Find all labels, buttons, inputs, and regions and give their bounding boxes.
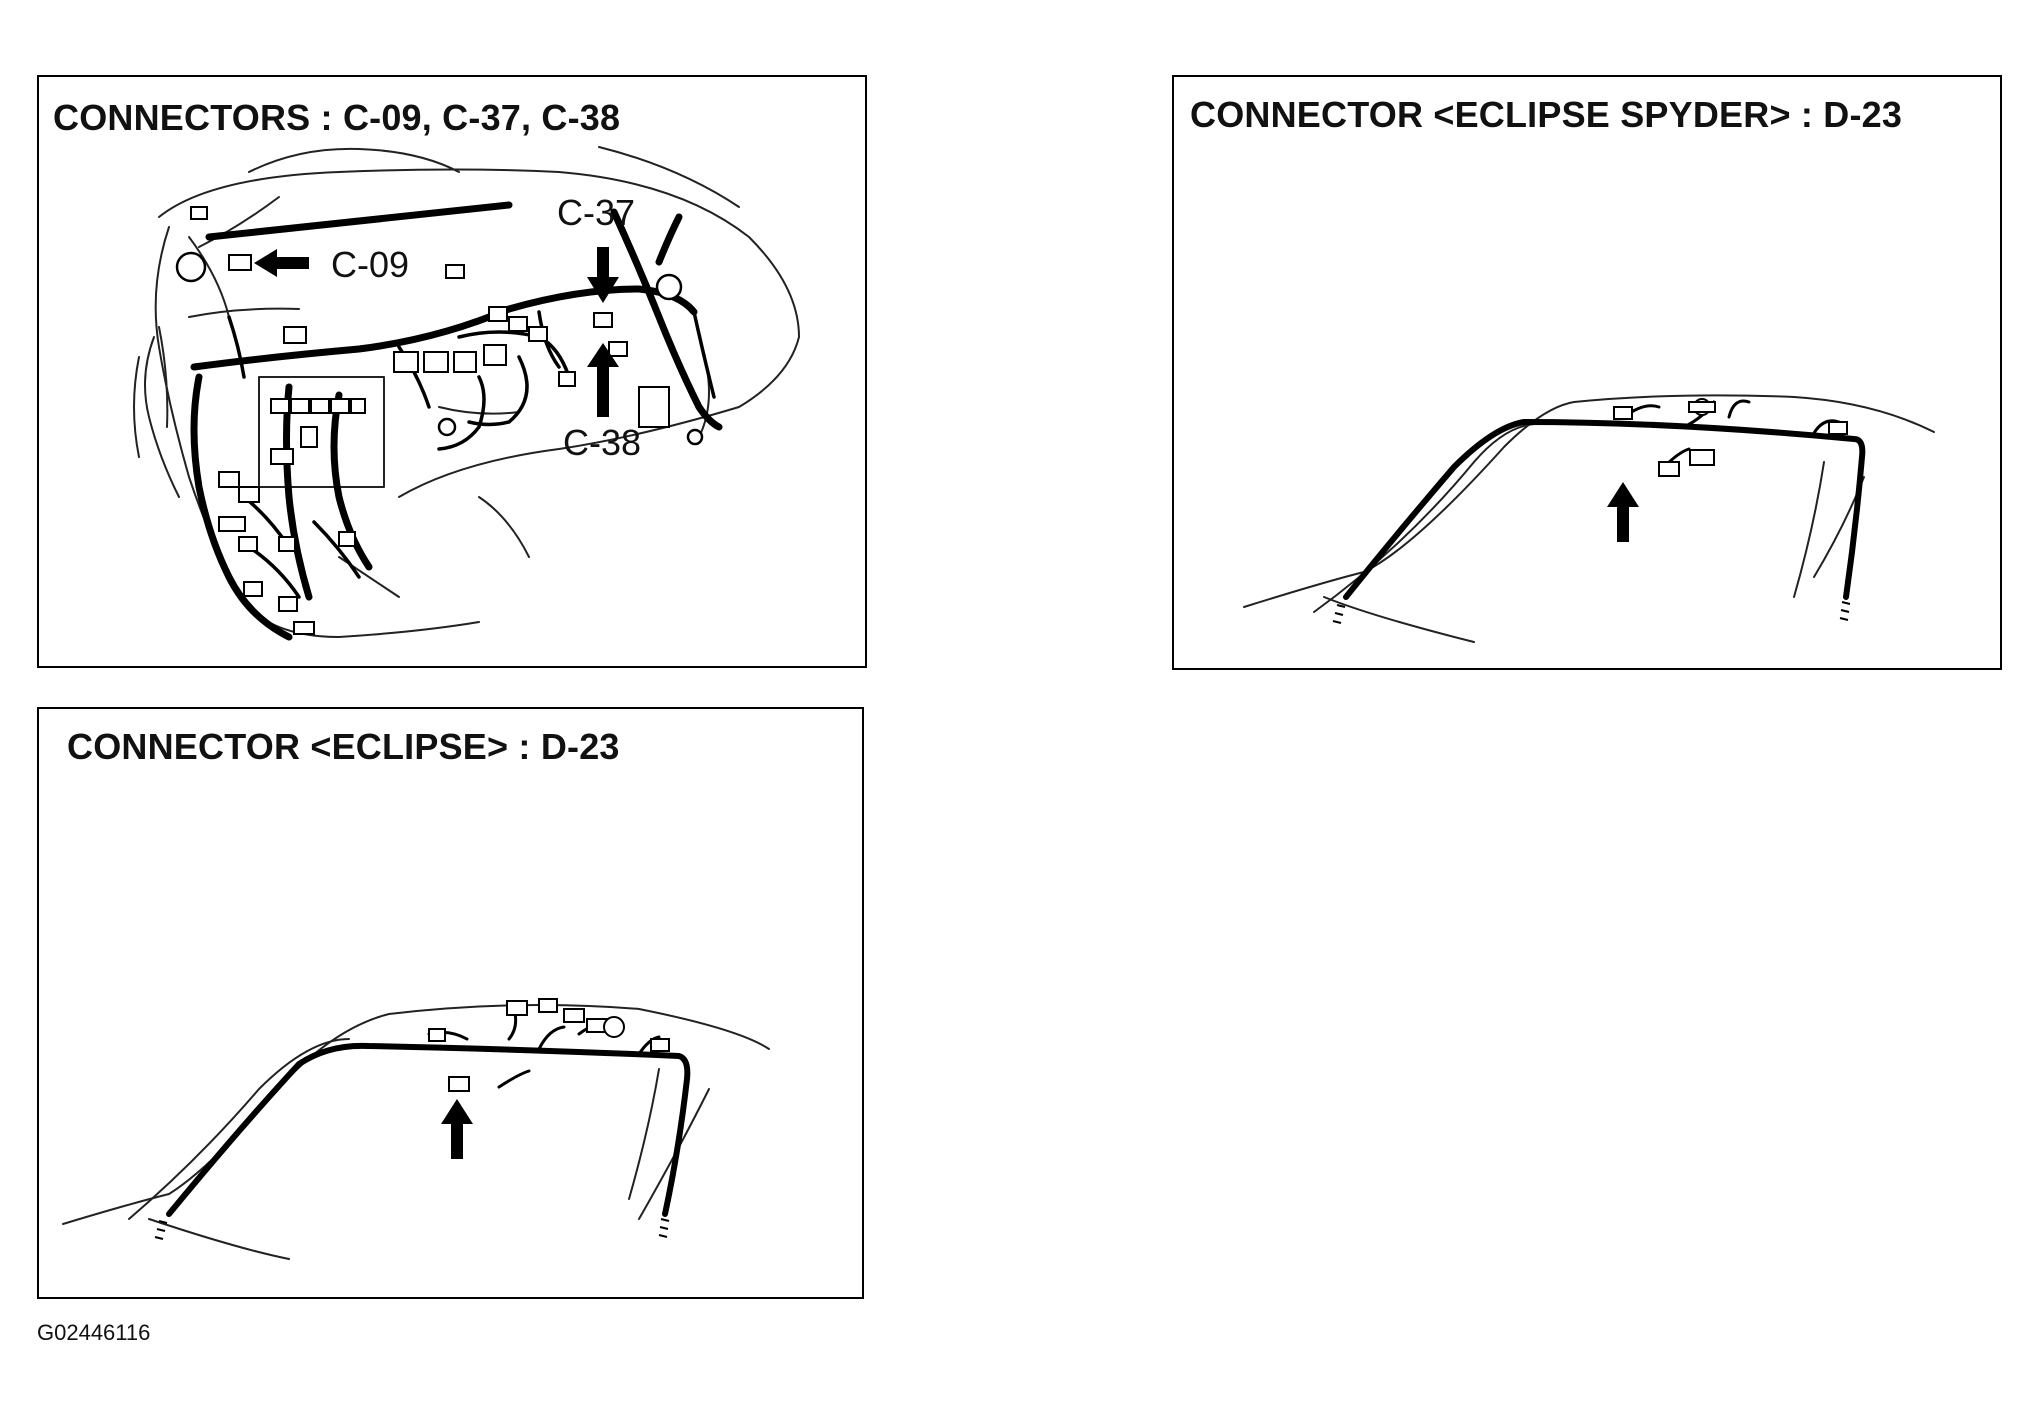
windshield-harness-illustration bbox=[1243, 394, 1935, 643]
panel-title: CONNECTOR <ECLIPSE> : D-23 bbox=[67, 726, 620, 767]
panel-dashboard-connectors: CONNECTORS : C-09, C-37, C-38 bbox=[37, 75, 867, 668]
callout-c09: C-09 bbox=[331, 244, 409, 285]
panel-title: CONNECTOR <ECLIPSE SPYDER> : D-23 bbox=[1190, 94, 1903, 135]
panel-eclipse-connector: CONNECTOR <ECLIPSE> : D-23 bbox=[37, 707, 864, 1299]
windshield-harness-illustration bbox=[62, 998, 770, 1260]
callout-c38: C-38 bbox=[563, 422, 641, 463]
dashboard-wiring-illustration: C-09 C-37 C-38 bbox=[133, 146, 800, 641]
callout-c37: C-37 bbox=[557, 192, 635, 233]
panel-title: CONNECTORS : C-09, C-37, C-38 bbox=[53, 97, 621, 138]
figure-code: G02446116 bbox=[37, 1320, 151, 1345]
panel-eclipse-spyder-connector: CONNECTOR <ECLIPSE SPYDER> : D-23 bbox=[1172, 75, 2002, 670]
